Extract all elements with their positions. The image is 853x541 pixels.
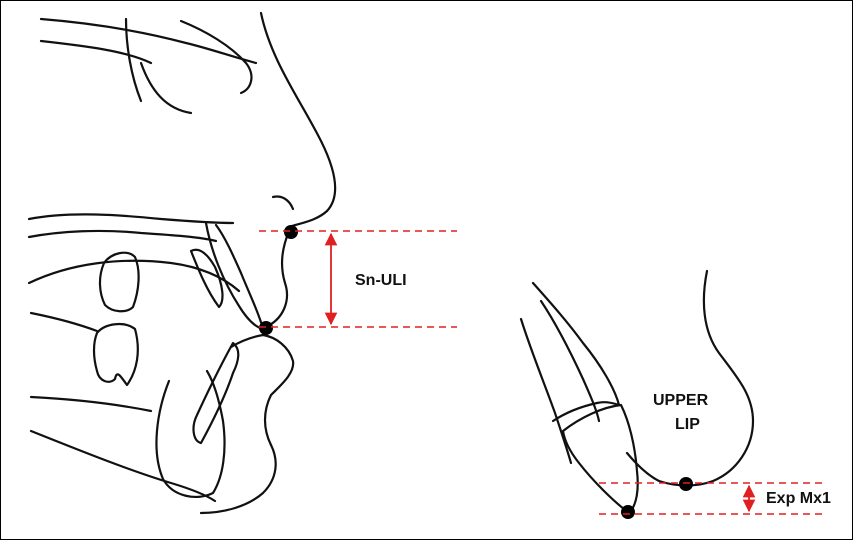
facial-profile-tracing	[29, 13, 335, 513]
stomion-landmark	[679, 477, 693, 491]
orbit-lower-outline	[141, 63, 191, 113]
mandible-outline	[31, 431, 215, 501]
lip-commissure-outline	[231, 335, 263, 347]
exp-mx1-label: Exp Mx1	[766, 490, 831, 507]
brow-outline	[181, 21, 251, 93]
incisor-crown-outline	[563, 405, 638, 513]
hyoid-outline	[31, 313, 97, 331]
upper-lip-label-line1: UPPER	[653, 392, 709, 409]
subnasale-landmark	[284, 225, 298, 239]
upper-lip-inferior-landmark	[259, 321, 273, 335]
orbit-outline	[41, 19, 256, 63]
lower-lip-outline	[263, 335, 293, 445]
upper-lip-closeup-outline	[627, 271, 753, 486]
nasal-bone-outline	[41, 41, 151, 63]
upper-lip-outline	[266, 231, 289, 327]
sn-uli-label: Sn-ULI	[355, 272, 407, 289]
nostril-outline	[273, 197, 293, 210]
palate-outline	[29, 214, 233, 223]
incisal-edge-landmark	[621, 505, 635, 519]
incisor-pulp-outline	[541, 301, 599, 421]
enamel-junction-outline	[553, 402, 619, 421]
mandible-inner-outline	[31, 397, 151, 411]
chin-outline	[201, 445, 276, 513]
lower-molar-outline	[94, 324, 138, 385]
symphysis-outline	[156, 371, 224, 497]
incisor-lip-closeup	[521, 271, 753, 513]
upper-lip-label-line2: LIP	[675, 416, 700, 433]
palatal-plane-outline	[29, 231, 216, 241]
nose-outline	[261, 13, 335, 227]
upper-canine-outline	[191, 250, 222, 307]
